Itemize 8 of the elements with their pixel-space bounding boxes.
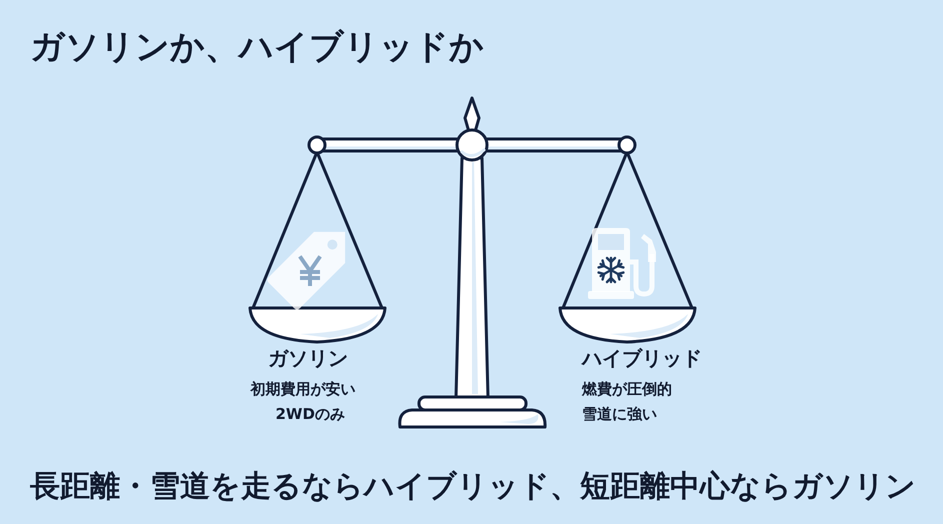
option-heading: ハイブリッド (582, 347, 702, 370)
conclusion-caption: 長距離・雪道を走るならハイブリッド、短距離中心ならガソリン (30, 470, 916, 504)
feature-note: 2WDのみ (276, 406, 345, 424)
option-heading: ガソリン (268, 347, 348, 370)
page-title: ガソリンか、ハイブリッドか (30, 28, 484, 68)
feature-note: 雪道に強い (582, 406, 657, 424)
feature-note: 燃費が圧倒的 (582, 381, 672, 398)
feature-note: 初期費用が安い (250, 381, 356, 398)
